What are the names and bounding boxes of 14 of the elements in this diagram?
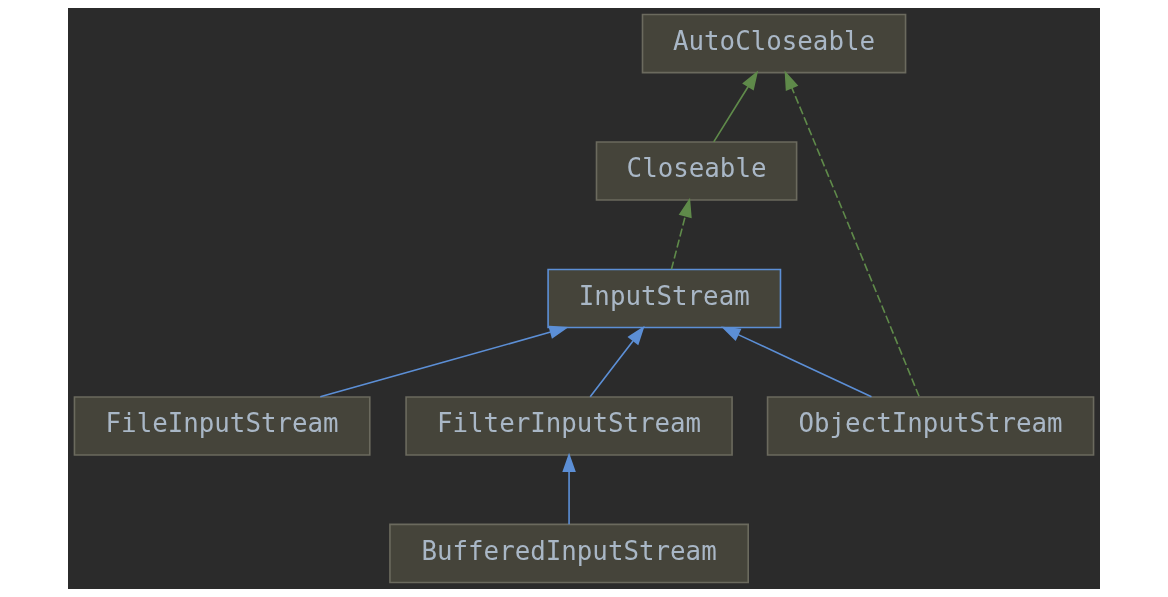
arrow xyxy=(721,326,873,398)
arrow xyxy=(589,325,645,398)
node-box: AutoCloseable xyxy=(641,13,907,74)
node-box: FileInputStream xyxy=(73,396,371,456)
node-box: InputStream xyxy=(547,268,782,329)
arrow xyxy=(712,70,759,143)
node-box: Closeable xyxy=(595,141,798,201)
arrow xyxy=(784,70,920,398)
node-box: ObjectInputStream xyxy=(766,396,1095,456)
node-box: FilterInputStream xyxy=(405,396,733,456)
arrow xyxy=(670,197,692,271)
node-box: BufferedInputStream xyxy=(389,523,749,584)
arrow xyxy=(319,325,569,398)
arrow xyxy=(562,452,576,526)
